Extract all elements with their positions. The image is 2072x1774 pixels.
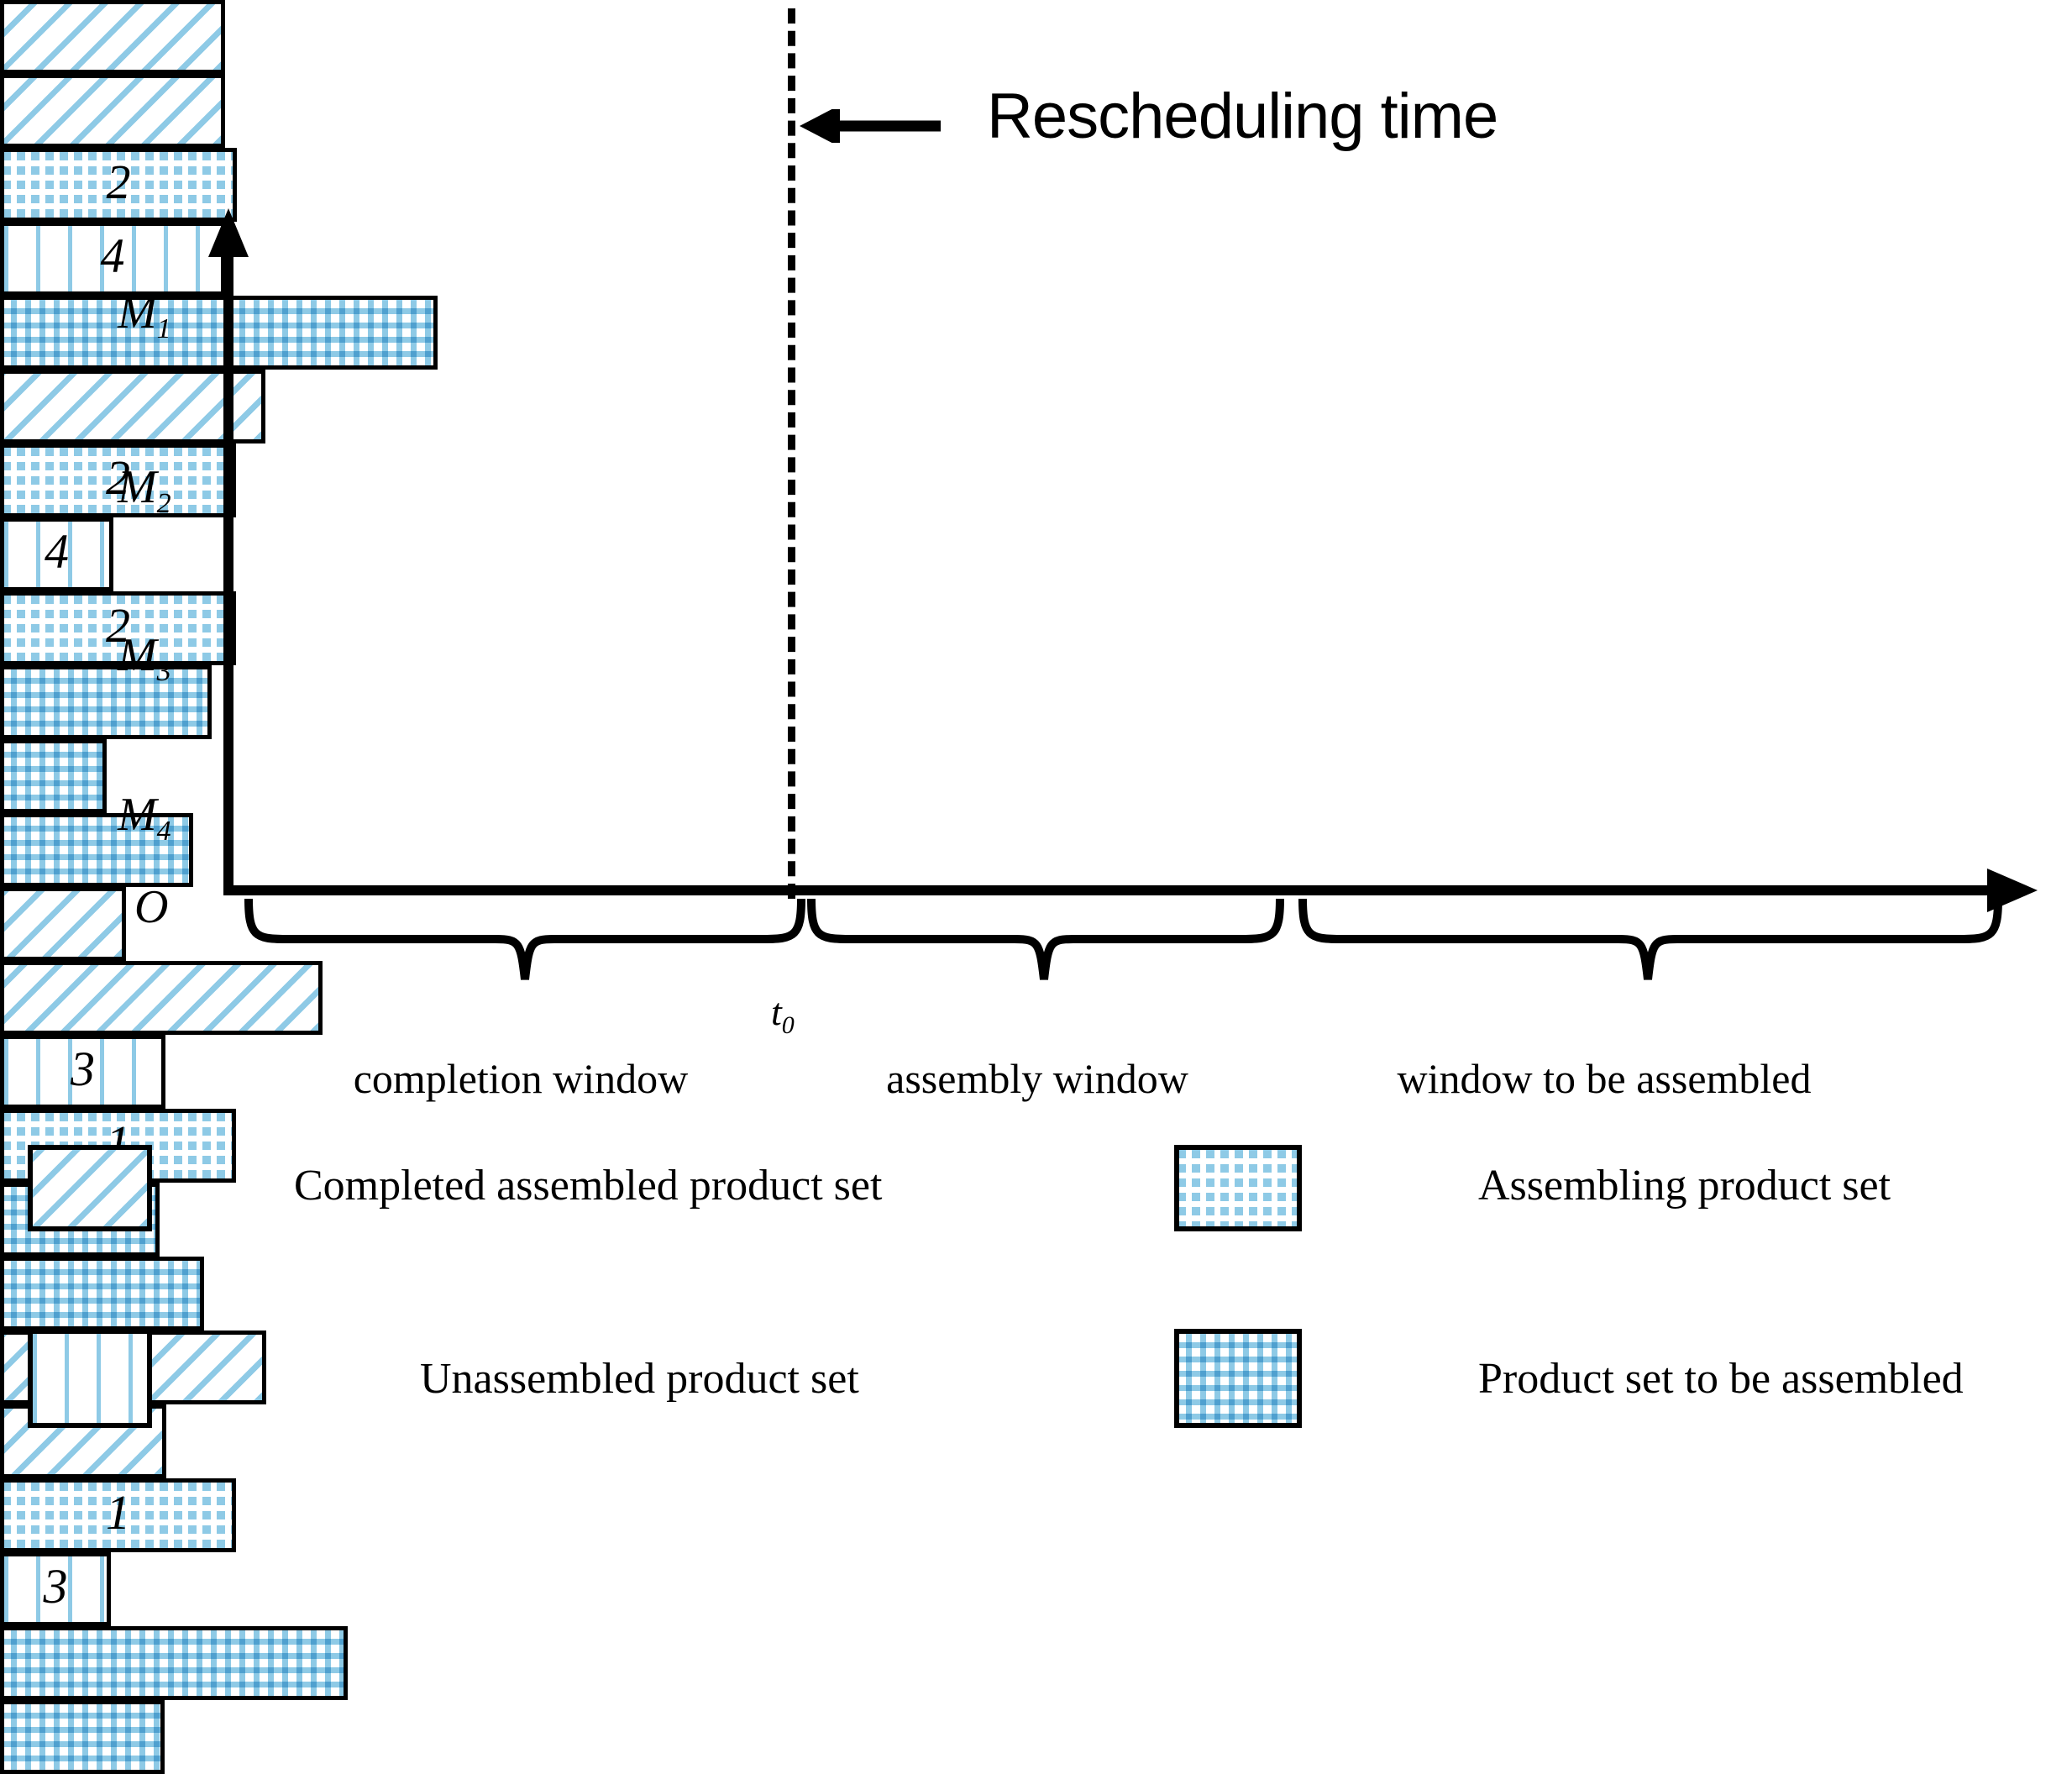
window-label-completion: completion window	[353, 1055, 689, 1102]
rescheduling-time-label: Rescheduling time	[987, 81, 1498, 152]
legend-label-unassembled: Unassembled product set	[420, 1355, 859, 1403]
task-block[interactable]: 2	[0, 444, 236, 517]
legend-label-assembling: Assembling product set	[1478, 1162, 1891, 1210]
legend-swatch-assembling	[1174, 1145, 1302, 1231]
legend-swatch-unassembled	[28, 1329, 152, 1428]
legend-swatch-completed	[28, 1145, 152, 1231]
legend-label-completed: Completed assembled product set	[294, 1162, 883, 1210]
task-block[interactable]	[0, 961, 323, 1035]
window-label-assembly: assembly window	[886, 1055, 1188, 1102]
task-block[interactable]: 2	[0, 148, 237, 222]
brace-assembly-window	[806, 895, 1285, 983]
task-block[interactable]	[0, 739, 107, 813]
task-block[interactable]: 3	[0, 1552, 111, 1626]
t0-letter: t	[771, 990, 782, 1033]
task-block[interactable]	[0, 74, 225, 148]
task-block[interactable]	[0, 887, 126, 961]
task-block[interactable]: 3	[0, 1035, 165, 1109]
y-axis	[203, 208, 254, 889]
rescheduling-arrow-icon	[800, 105, 942, 147]
task-block[interactable]	[0, 813, 193, 887]
axis-label-m1: M1	[118, 286, 171, 345]
task-block[interactable]	[0, 0, 225, 74]
t0-label: t0	[771, 989, 795, 1040]
task-block[interactable]	[0, 1626, 348, 1700]
task-block[interactable]	[0, 1700, 165, 1774]
axis-label-m4: M4	[118, 789, 171, 848]
task-block[interactable]: 4	[0, 222, 225, 296]
brace-completion-window	[244, 895, 806, 983]
task-block[interactable]	[0, 296, 438, 370]
axis-label-m3: M3	[118, 629, 171, 688]
task-block[interactable]	[0, 370, 265, 444]
brace-window-to-be-assembled	[1298, 895, 2003, 983]
legend-swatch-to-be-assembled	[1174, 1329, 1302, 1428]
task-block[interactable]: 2	[0, 591, 236, 665]
task-block[interactable]: 4	[0, 517, 113, 591]
t0-subscript: 0	[781, 1011, 795, 1040]
task-block[interactable]	[0, 665, 212, 739]
task-block[interactable]	[0, 1257, 204, 1330]
task-block[interactable]: 1	[0, 1478, 236, 1552]
axis-label-origin: O	[134, 881, 169, 933]
axis-label-m2: M2	[118, 461, 171, 520]
legend-label-to-be-assembled: Product set to be assembled	[1478, 1355, 1964, 1403]
rescheduling-dashed-line	[788, 8, 795, 899]
window-label-to-be-assembled: window to be assembled	[1397, 1055, 1812, 1102]
